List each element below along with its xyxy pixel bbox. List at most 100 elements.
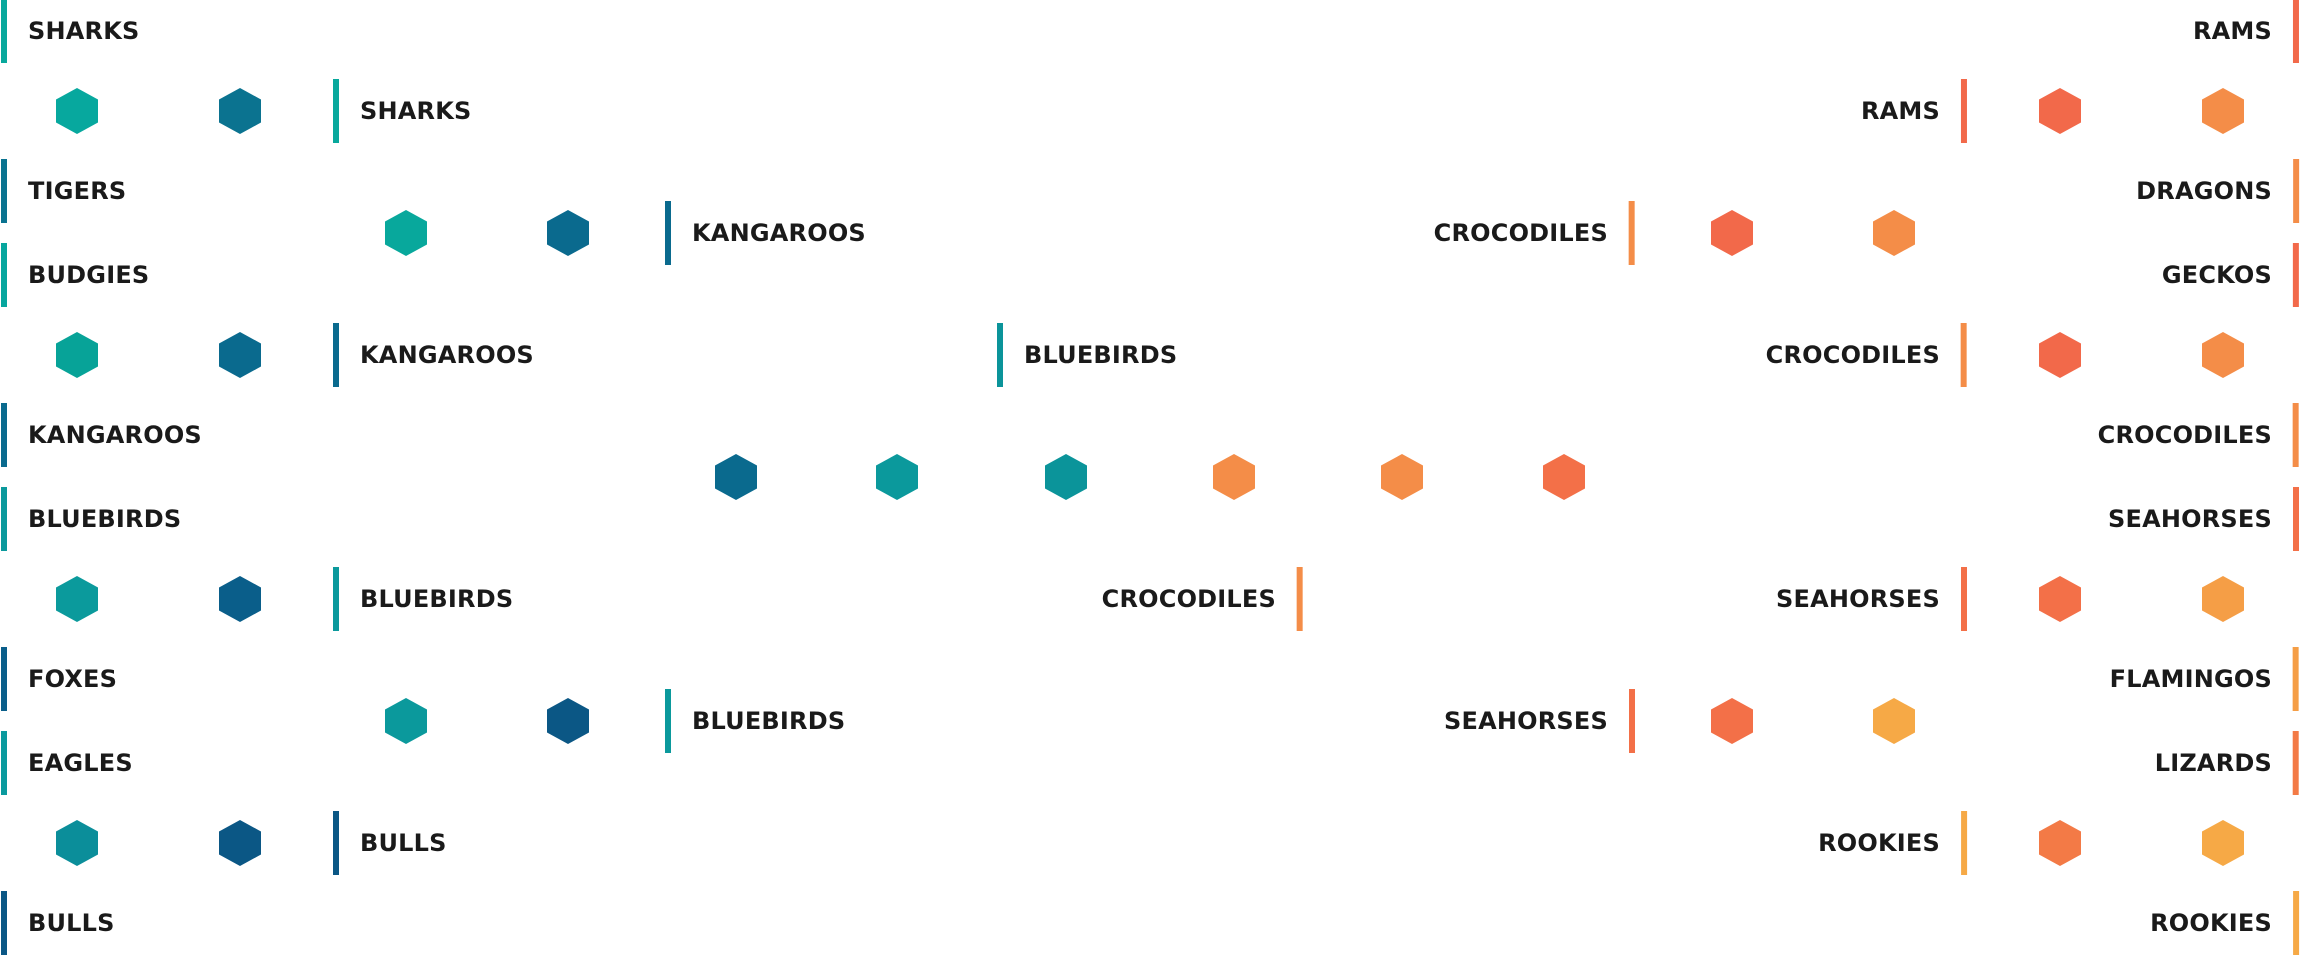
left-r16-team-1-bar bbox=[1, 0, 7, 63]
right-qf-team-2-bar bbox=[1961, 323, 1967, 387]
right-qf-match-1-hex-b[interactable] bbox=[1873, 210, 1915, 256]
right-r16-team-8-bar bbox=[2293, 891, 2299, 955]
left-r16-match-4-hex-b[interactable] bbox=[219, 820, 261, 866]
left-r16-team-6[interactable]: FOXES bbox=[1, 647, 117, 711]
right-r16-team-4-bar bbox=[2293, 403, 2299, 467]
right-r16-team-1[interactable]: RAMS bbox=[2192, 0, 2299, 63]
right-r16-team-6[interactable]: FLAMINGOS bbox=[2110, 647, 2299, 711]
left-qf-team-2[interactable]: KANGAROOS bbox=[333, 323, 534, 387]
left-r16-team-5[interactable]: BLUEBIRDS bbox=[1, 487, 181, 551]
left-r16-team-4[interactable]: KANGAROOS bbox=[1, 403, 202, 467]
right-qf-team-3[interactable]: SEAHORSES bbox=[1776, 567, 1967, 631]
left-r16-team-8[interactable]: BULLS bbox=[1, 891, 115, 955]
left-qf-team-3[interactable]: BLUEBIRDS bbox=[333, 567, 513, 631]
left-sf-team-1[interactable]: KANGAROOS bbox=[665, 201, 866, 265]
right-r16-match-4-hex-b[interactable] bbox=[2202, 820, 2244, 866]
right-finalist-text: CROCODILES bbox=[1101, 585, 1276, 613]
left-r16-team-2-text: TIGERS bbox=[28, 177, 127, 205]
left-r16-match-4-hex-a[interactable] bbox=[56, 820, 98, 866]
right-r16-match-1-hex-b[interactable] bbox=[2202, 88, 2244, 134]
left-r16-match-3-hex-b[interactable] bbox=[219, 576, 261, 622]
right-sf-team-2-bar bbox=[1629, 689, 1635, 753]
left-qf-match-2-hex-b[interactable] bbox=[547, 698, 589, 744]
right-r16-match-1-hex-a[interactable] bbox=[2039, 88, 2081, 134]
right-qf-team-1-bar bbox=[1961, 79, 1967, 143]
right-r16-team-7[interactable]: LIZARDS bbox=[2155, 731, 2299, 795]
left-qf-team-3-bar bbox=[333, 567, 339, 631]
right-r16-team-4-text: CROCODILES bbox=[2097, 421, 2272, 449]
championship-hex-a[interactable] bbox=[1045, 454, 1087, 500]
left-r16-team-3[interactable]: BUDGIES bbox=[1, 243, 149, 307]
right-qf-team-4-text: ROOKIES bbox=[1818, 829, 1940, 857]
right-qf-team-2-text: CROCODILES bbox=[1765, 341, 1940, 369]
right-r16-team-4[interactable]: CROCODILES bbox=[2097, 403, 2299, 467]
right-qf-match-1-hex-a[interactable] bbox=[1711, 210, 1753, 256]
left-sf-team-2[interactable]: BLUEBIRDS bbox=[665, 689, 846, 753]
right-r16-team-5-bar bbox=[2293, 487, 2299, 551]
right-r16-match-3-hex-b[interactable] bbox=[2202, 576, 2244, 622]
right-qf-match-2-hex-b[interactable] bbox=[1873, 698, 1915, 744]
left-r16-team-8-bar bbox=[1, 891, 7, 955]
right-qf-team-1[interactable]: RAMS bbox=[1860, 79, 1967, 143]
left-r16-team-7-bar bbox=[1, 731, 7, 795]
left-r16-team-2[interactable]: TIGERS bbox=[1, 159, 127, 223]
right-r16-match-4-hex-a[interactable] bbox=[2039, 820, 2081, 866]
left-r16-match-2-hex-a[interactable] bbox=[56, 332, 98, 378]
right-sf-match-hex-b[interactable] bbox=[1543, 454, 1585, 500]
right-qf-team-2[interactable]: CROCODILES bbox=[1765, 323, 1967, 387]
left-r16-match-1-hex-a[interactable] bbox=[56, 88, 98, 134]
left-r16-team-1[interactable]: SHARKS bbox=[1, 0, 140, 63]
right-r16-match-2-hex-b[interactable] bbox=[2202, 332, 2244, 378]
left-r16-match-2-hex-b[interactable] bbox=[219, 332, 261, 378]
left-qf-team-2-text: KANGAROOS bbox=[360, 341, 534, 369]
left-r16-team-7[interactable]: EAGLES bbox=[1, 731, 133, 795]
left-qf-team-4-bar bbox=[333, 811, 339, 875]
right-sf-match-hex-a[interactable] bbox=[1381, 454, 1423, 500]
left-r16-team-5-bar bbox=[1, 487, 7, 551]
right-sf-team-2[interactable]: SEAHORSES bbox=[1444, 689, 1635, 753]
left-sf-team-1-bar bbox=[665, 201, 671, 265]
right-qf-team-3-bar bbox=[1961, 567, 1967, 631]
left-finalist[interactable]: BLUEBIRDS bbox=[997, 323, 1178, 387]
right-r16-match-2-hex-a[interactable] bbox=[2039, 332, 2081, 378]
championship-hex-b[interactable] bbox=[1213, 454, 1255, 500]
right-qf-team-1-text: RAMS bbox=[1860, 97, 1940, 125]
left-r16-match-1-hex-b[interactable] bbox=[219, 88, 261, 134]
left-qf-match-1-hex-a[interactable] bbox=[385, 210, 427, 256]
right-r16-team-3-bar bbox=[2293, 243, 2299, 307]
right-r16-team-8[interactable]: ROOKIES bbox=[2150, 891, 2299, 955]
left-sf-match-hex-a[interactable] bbox=[715, 454, 757, 500]
right-finalist[interactable]: CROCODILES bbox=[1101, 567, 1303, 631]
right-r16-team-5[interactable]: SEAHORSES bbox=[2108, 487, 2299, 551]
left-r16-team-2-bar bbox=[1, 159, 7, 223]
right-r16-team-2[interactable]: DRAGONS bbox=[2136, 159, 2299, 223]
right-r16-team-3[interactable]: GECKOS bbox=[2161, 243, 2299, 307]
right-r16-team-2-bar bbox=[2293, 159, 2299, 223]
left-r16-team-7-text: EAGLES bbox=[28, 749, 133, 777]
right-r16-team-8-text: ROOKIES bbox=[2150, 909, 2272, 937]
right-qf-match-2-hex-a[interactable] bbox=[1711, 698, 1753, 744]
right-qf-team-4-bar bbox=[1961, 811, 1967, 875]
right-r16-team-3-text: GECKOS bbox=[2161, 261, 2272, 289]
left-sf-match-hex-b[interactable] bbox=[876, 454, 918, 500]
left-r16-team-4-bar bbox=[1, 403, 7, 467]
left-sf-team-1-text: KANGAROOS bbox=[692, 219, 866, 247]
left-qf-team-4-text: BULLS bbox=[360, 829, 447, 857]
left-qf-team-4[interactable]: BULLS bbox=[333, 811, 447, 875]
left-qf-match-1-hex-b[interactable] bbox=[547, 210, 589, 256]
left-finalist-text: BLUEBIRDS bbox=[1024, 341, 1178, 369]
right-sf-team-1[interactable]: CROCODILES bbox=[1434, 201, 1635, 265]
right-r16-team-6-bar bbox=[2293, 647, 2299, 711]
left-qf-match-2-hex-a[interactable] bbox=[385, 698, 427, 744]
left-r16-match-3-hex-a[interactable] bbox=[56, 576, 98, 622]
right-r16-match-3-hex-a[interactable] bbox=[2039, 576, 2081, 622]
right-qf-team-4[interactable]: ROOKIES bbox=[1818, 811, 1967, 875]
right-r16-team-1-bar bbox=[2293, 0, 2299, 63]
right-r16-team-1-text: RAMS bbox=[2192, 17, 2272, 45]
right-r16-team-2-text: DRAGONS bbox=[2136, 177, 2272, 205]
right-r16-team-7-bar bbox=[2293, 731, 2299, 795]
left-sf-team-2-text: BLUEBIRDS bbox=[692, 707, 846, 735]
left-qf-team-1[interactable]: SHARKS bbox=[333, 79, 472, 143]
left-qf-team-2-bar bbox=[333, 323, 339, 387]
